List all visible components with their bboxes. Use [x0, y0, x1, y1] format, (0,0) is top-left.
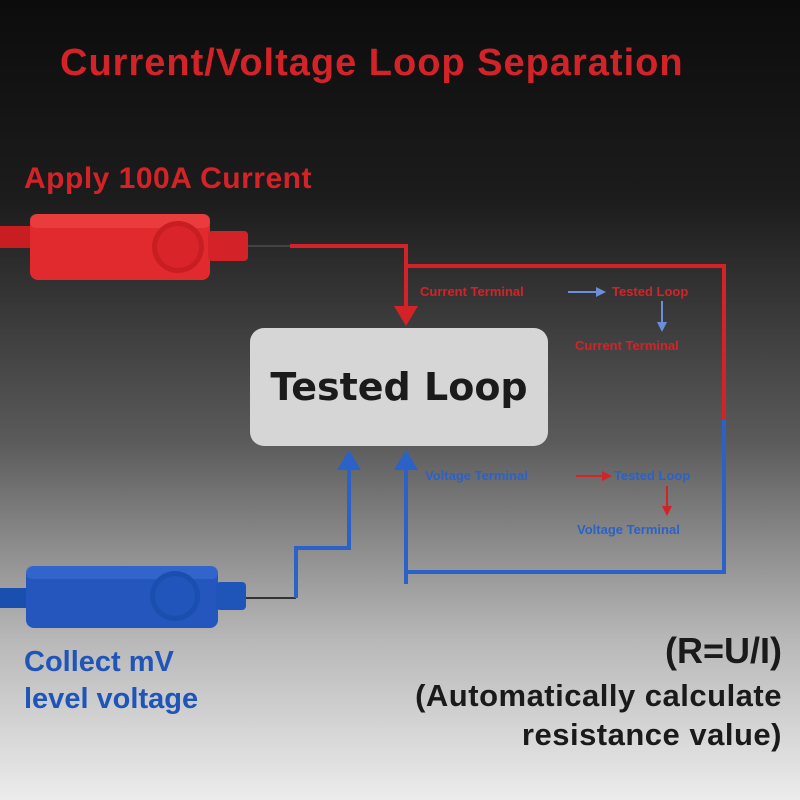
- current-arrow-icon: [394, 306, 418, 326]
- current-probe: [0, 214, 290, 280]
- apply-current-label: Apply 100A Current: [24, 162, 312, 195]
- voltage-flow-to: Voltage Terminal: [577, 522, 680, 537]
- formula-label: (R=U/I): [665, 630, 782, 671]
- current-wire: [290, 244, 726, 420]
- current-flow-arrows: [568, 287, 667, 332]
- current-flow-to: Current Terminal: [575, 338, 679, 353]
- current-flow-from: Current Terminal: [420, 284, 524, 299]
- voltage-flow-via: Tested Loop: [614, 468, 691, 483]
- diagram-title: Current/Voltage Loop Separation: [60, 42, 684, 84]
- voltage-flow-arrows: [576, 471, 672, 516]
- voltage-flow-from: Voltage Terminal: [425, 468, 528, 483]
- collect-label-line2: level voltage: [24, 683, 199, 715]
- tested-loop-label: Tested Loop: [270, 365, 528, 409]
- voltage-arrow-right-icon: [394, 450, 418, 470]
- voltage-arrow-left-icon: [337, 450, 361, 470]
- tested-loop-box: Tested Loop: [250, 328, 548, 446]
- voltage-wire: [294, 420, 726, 598]
- voltage-probe: [0, 566, 296, 628]
- note-line2: resistance value): [521, 717, 782, 752]
- note-line1: (Automatically calculate: [415, 678, 782, 713]
- collect-label-line1: Collect mV: [24, 646, 174, 678]
- current-flow-via: Tested Loop: [612, 284, 689, 299]
